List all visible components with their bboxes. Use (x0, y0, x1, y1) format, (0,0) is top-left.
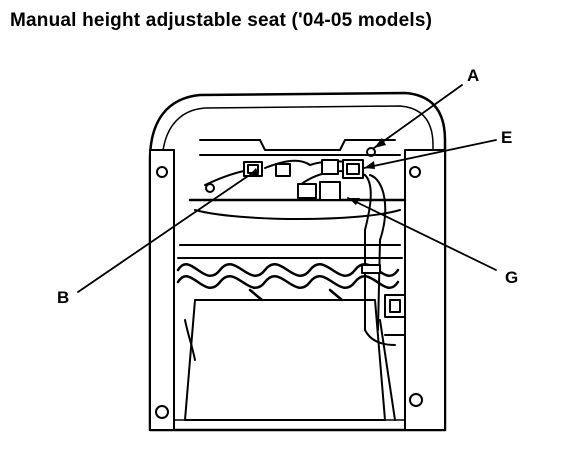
leader-e (363, 139, 497, 169)
clip-left (205, 183, 215, 193)
zigzag-springs (176, 263, 400, 302)
leader-lines (77, 84, 497, 293)
callout-a-label: A (467, 66, 480, 85)
clip-a (366, 147, 376, 157)
upper-cross-member (188, 139, 407, 220)
leader-b (77, 175, 249, 293)
callout-g-label: G (505, 268, 519, 287)
callout-e-label: E (501, 128, 513, 147)
seat-frame-outline (148, 91, 447, 432)
side-rails (149, 149, 446, 431)
cushion-support (177, 244, 403, 259)
callout-b-label: B (57, 288, 70, 307)
leader-arrowheads (248, 138, 386, 205)
connector-cluster (275, 159, 364, 179)
leader-g (347, 197, 497, 271)
leader-a (373, 84, 463, 149)
connector-g (297, 181, 341, 201)
seat-board (184, 299, 396, 421)
connector-lower-right (384, 294, 406, 346)
diagram-title: Manual height adjustable seat ('04-05 mo… (10, 10, 433, 31)
